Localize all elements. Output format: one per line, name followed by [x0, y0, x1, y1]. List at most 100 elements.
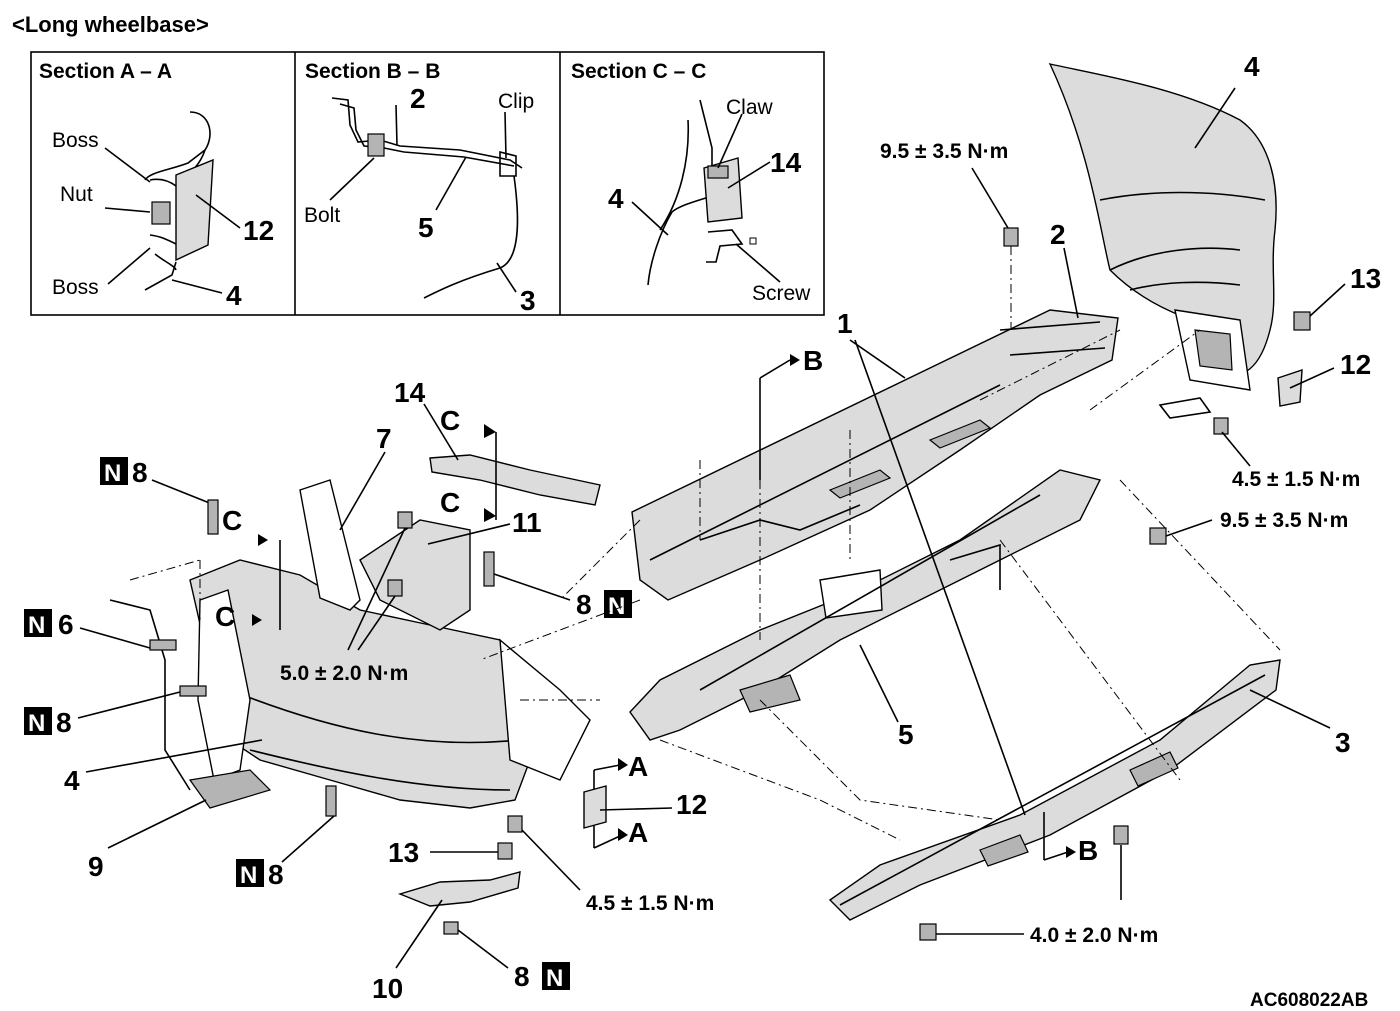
new-part-badge-top — [100, 457, 128, 485]
section-mark-b-top: B — [803, 345, 823, 376]
section-mark-c-mid: C — [440, 487, 460, 518]
new-part-mark-left: N — [28, 710, 45, 737]
section-a-callout-12: 12 — [243, 215, 274, 246]
callout-6-left: 6 — [58, 609, 74, 640]
section-c-callout-14: 14 — [770, 147, 802, 178]
bolt-right-mid — [1149, 527, 1167, 545]
section-b-b: Section B – B 2 Clip Bolt 5 3 — [304, 60, 536, 316]
rivet-8-top — [207, 499, 219, 535]
callout-2-right: 2 — [1050, 219, 1066, 250]
callout-8-left: 8 — [56, 707, 72, 738]
callout-4-left: 4 — [64, 765, 80, 796]
section-a-callout-4: 4 — [226, 280, 242, 311]
rivet-8-mid — [483, 551, 495, 587]
clip-nut-13-bottom — [497, 842, 513, 860]
torque-left-bracket-bolts: 5.0 ± 2.0 N·m — [280, 662, 408, 685]
new-part-badge-bottom-left — [236, 859, 264, 887]
torque-right-mid-bolt: 9.5 ± 3.5 N·m — [1220, 509, 1348, 532]
figure-code: AC608022AB — [1250, 990, 1368, 1011]
section-mark-c-top: C — [440, 405, 460, 436]
section-a-title: Section A – A — [39, 60, 172, 83]
section-c-c: Section C – C Claw 14 4 Screw — [571, 60, 811, 305]
section-b-bolt — [367, 133, 385, 157]
rivet-8-bottom — [443, 921, 459, 935]
section-a-cover — [175, 158, 214, 262]
new-part-badge-left — [24, 707, 52, 735]
section-mark-b-bottom: B — [1078, 835, 1098, 866]
torque-bottom-nut: 4.5 ± 1.5 N·m — [586, 892, 714, 915]
section-marker-a: A A — [593, 751, 648, 849]
callout-8-top: 8 — [132, 457, 148, 488]
new-part-badge-bottom — [542, 962, 570, 990]
callout-8-mid: 8 — [576, 589, 592, 620]
section-frame — [30, 51, 825, 316]
section-mark-a-bottom: A — [628, 817, 648, 848]
section-mark-c-left-top: C — [222, 505, 242, 536]
section-c-callout-4: 4 — [608, 183, 624, 214]
clip-nut-right — [1213, 417, 1229, 435]
floor-panel-5 — [629, 469, 1102, 741]
section-a-a: Section A – A Boss Nut Boss 12 4 — [39, 60, 274, 311]
new-part-mark-bottom: N — [546, 965, 563, 992]
bolt-upper-right — [1003, 227, 1019, 247]
section-b-callout-3: 3 — [520, 285, 536, 316]
torque-upper-right-bolt: 9.5 ± 3.5 N·m — [880, 140, 1008, 163]
rear-bumper-left — [109, 479, 591, 809]
label-nut: Nut — [60, 183, 93, 206]
new-part-mark-top: N — [104, 460, 121, 487]
section-c-title: Section C – C — [571, 60, 706, 83]
label-boss-top: Boss — [52, 129, 99, 152]
floor-panel-2 — [631, 309, 1119, 601]
section-c-part-4 — [647, 99, 713, 286]
new-part-mark-6: N — [28, 612, 45, 639]
callout-13-bottom: 13 — [388, 837, 419, 868]
rivet-8-bottom-left — [325, 785, 337, 817]
bracket-10 — [397, 871, 521, 907]
bracket-11 — [359, 519, 471, 631]
section-a-nut — [151, 201, 171, 225]
callout-3: 3 — [1335, 727, 1351, 758]
callout-9: 9 — [88, 851, 104, 882]
section-b-title: Section B – B — [305, 60, 440, 83]
rear-bumper-right — [1048, 63, 1277, 419]
side-rail-3 — [828, 659, 1281, 921]
cover-12-bottom — [583, 785, 607, 829]
callout-8-bottom: 8 — [514, 961, 530, 992]
stay-7 — [299, 479, 361, 611]
label-boss-bottom: Boss — [52, 276, 99, 299]
callout-1: 1 — [837, 308, 853, 339]
section-b-callout-5: 5 — [418, 212, 434, 243]
section-b-part-3 — [423, 175, 519, 299]
callout-12-right: 12 — [1340, 349, 1371, 380]
callout-13-right: 13 — [1350, 263, 1381, 294]
header-title: <Long wheelbase> — [12, 12, 209, 37]
callout-4-top: 4 — [1244, 51, 1260, 82]
callout-7: 7 — [376, 423, 392, 454]
new-part-mark-bottom-left: N — [240, 862, 257, 889]
bolt-lower-left — [919, 923, 937, 941]
label-screw: Screw — [752, 282, 811, 305]
torque-lower-bolt: 4.0 ± 2.0 N·m — [1030, 924, 1158, 947]
bolt-bracket-upper — [397, 511, 413, 529]
callout-10: 10 — [372, 973, 403, 1004]
bracket-14 — [429, 454, 601, 506]
torque-right-clip-nut: 4.5 ± 1.5 N·m — [1232, 468, 1360, 491]
section-mark-c-left-bottom: C — [215, 601, 235, 632]
rivet-8-left — [179, 685, 207, 697]
callout-14-main: 14 — [394, 377, 426, 408]
label-claw: Claw — [726, 96, 774, 119]
new-part-badge-mid — [604, 590, 632, 618]
label-clip: Clip — [498, 90, 534, 113]
rivet-6 — [149, 639, 177, 651]
section-panels — [30, 51, 825, 316]
callout-12-bottom: 12 — [676, 789, 707, 820]
label-bolt: Bolt — [304, 204, 340, 227]
callout-11: 11 — [512, 507, 542, 538]
clip-nut-13-right — [1293, 311, 1311, 331]
bolt-bracket-lower — [387, 579, 403, 597]
nut-bottom — [507, 815, 523, 833]
callout-5: 5 — [898, 719, 914, 750]
callout-8-bottom-left: 8 — [268, 859, 284, 890]
section-mark-a-top: A — [628, 751, 648, 782]
